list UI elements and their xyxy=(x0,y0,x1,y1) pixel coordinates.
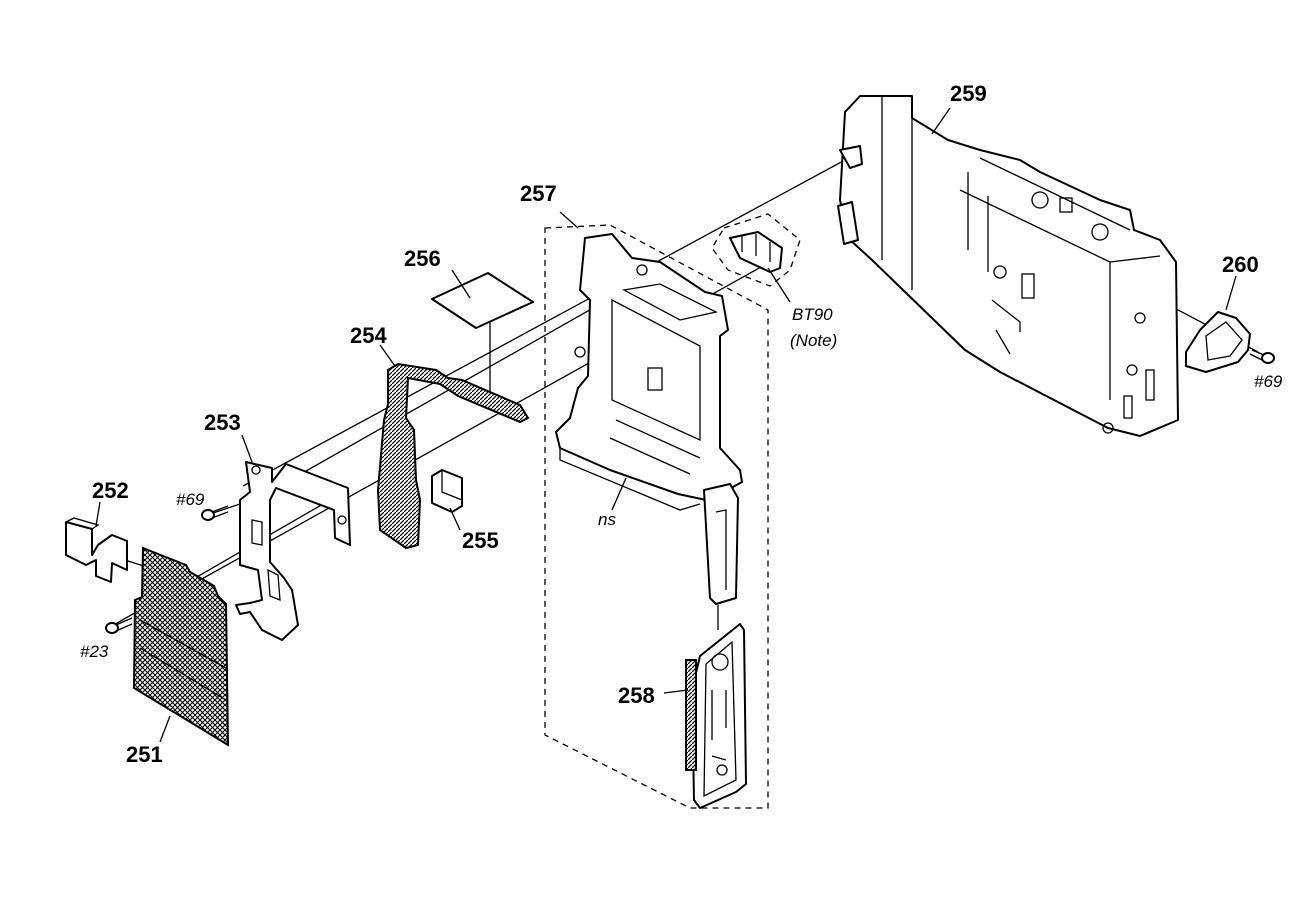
screw-23-icon xyxy=(105,617,133,634)
bt90-battery-terminal xyxy=(711,213,801,287)
bt90-label: BT90 xyxy=(792,305,833,324)
part-254-flex-cable xyxy=(376,362,530,550)
label-251: 251 xyxy=(126,742,163,767)
part-253-metal-bracket xyxy=(235,461,351,641)
part-251-mesh-shield xyxy=(132,546,230,747)
screw-69-left-icon xyxy=(201,505,229,521)
label-255: 255 xyxy=(462,528,499,553)
label-253: 253 xyxy=(204,410,241,435)
label-257: 257 xyxy=(520,181,557,206)
leader-lines xyxy=(95,107,1237,743)
screw-69-right-icon xyxy=(1249,349,1275,364)
part-252-bracket-clip xyxy=(65,517,128,583)
ns-label: ns xyxy=(598,510,616,529)
part-258-side-cover xyxy=(685,623,747,809)
label-252: 252 xyxy=(92,478,129,503)
label-258: 258 xyxy=(618,683,655,708)
label-256: 256 xyxy=(404,246,441,271)
part-259-chassis-frame xyxy=(837,95,1179,437)
label-259: 259 xyxy=(950,81,987,106)
screw-label-69-left: #69 xyxy=(176,490,205,509)
part-256-sheet xyxy=(431,272,534,329)
label-260: 260 xyxy=(1222,252,1259,277)
screw-label-69-right: #69 xyxy=(1254,372,1283,391)
main-frame-ns xyxy=(555,233,743,605)
screw-label-23: #23 xyxy=(80,642,109,661)
part-257-assembly-group xyxy=(544,211,769,809)
label-254: 254 xyxy=(350,323,387,348)
part-260-latch xyxy=(1185,311,1251,373)
part-255-small-clip xyxy=(431,469,463,513)
bt90-note-label: (Note) xyxy=(790,331,837,350)
